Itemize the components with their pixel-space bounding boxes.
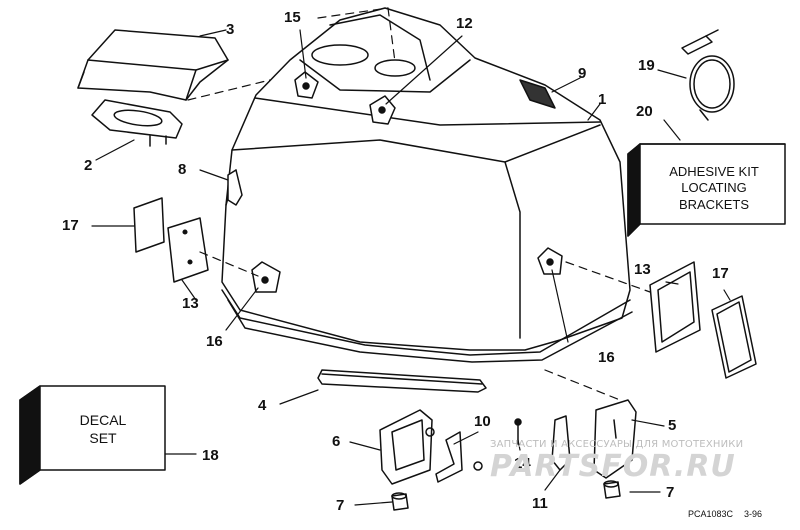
- adhesive-kit-line-1: ADHESIVE KIT: [669, 164, 759, 179]
- part-20-adhesive-box-outline: [627, 143, 786, 237]
- part-7-left-bumper: [391, 492, 409, 511]
- callout-16-right: 16: [598, 349, 615, 366]
- callout-7-left: 7: [336, 497, 345, 514]
- watermark-caption: ЗАПЧАСТИ И АКСЕССУАРЫ ДЛЯ МОТОТЕХНИКИ: [490, 439, 744, 450]
- part-16-left-bracket: [251, 261, 281, 293]
- callout-5: 5: [668, 417, 677, 434]
- part-1-motor-cover: [221, 7, 633, 363]
- part-18-decal-box-outline: [19, 385, 166, 485]
- callout-3: 3: [226, 21, 235, 38]
- callout-6: 6: [332, 433, 341, 450]
- callout-10: 10: [474, 413, 491, 430]
- part-2-seal-ring: [91, 99, 183, 147]
- adhesive-kit-line-3: BRACKETS: [678, 196, 750, 212]
- part-13-right-frame: [649, 261, 701, 353]
- callout-14: 14: [514, 455, 531, 472]
- callout-4: 4: [258, 397, 267, 414]
- decal-set-line-1: DECAL: [79, 412, 127, 428]
- part-13-left-plate: [167, 217, 209, 283]
- part-4-seal-strip: [317, 369, 487, 393]
- callout-20: 20: [636, 103, 653, 120]
- part-17-right-pad: [711, 295, 757, 379]
- callout-19: 19: [638, 57, 655, 74]
- callout-9: 9: [578, 65, 587, 82]
- part-7-right-bumper: [603, 480, 621, 499]
- callout-17-left: 17: [62, 217, 79, 234]
- callout-17-right: 17: [712, 265, 729, 282]
- callout-13-left: 13: [182, 295, 199, 312]
- adhesive-kit-line-2: LOCATING: [681, 180, 747, 196]
- part-17-left-pad: [133, 197, 165, 253]
- callout-11: 11: [532, 495, 548, 512]
- leader-lines: [91, 29, 731, 506]
- part-6-mount: [379, 409, 435, 485]
- watermark-brand: PARTSFOR.RU: [490, 449, 736, 484]
- part-10-bracket: [435, 431, 463, 483]
- figure-date: 3-96: [744, 509, 763, 519]
- part-3-hood-cover: [77, 29, 229, 101]
- callout-18: 18: [202, 447, 219, 464]
- adhesive-kit-label: ADHESIVE KIT LOCATING BRACKETS: [646, 164, 782, 213]
- part-16-right-bracket: [537, 247, 563, 275]
- part-8-latch: [227, 169, 243, 206]
- assembly-lines: [187, 7, 651, 401]
- callout-16-left: 16: [206, 333, 223, 350]
- decal-set-label: DECAL SET: [44, 412, 162, 447]
- figure-code: PCA1083C: [688, 509, 734, 519]
- callout-1: 1: [598, 91, 607, 108]
- part-12-fastener: [369, 95, 396, 125]
- part-11-clip: [551, 415, 571, 471]
- callout-2: 2: [84, 157, 93, 174]
- part-5-mount: [593, 399, 637, 479]
- callout-12: 12: [456, 15, 473, 32]
- part-19-cable: [681, 29, 735, 121]
- decal-set-line-2: SET: [89, 429, 117, 446]
- callout-15: 15: [284, 9, 301, 26]
- part-15-fastener: [294, 71, 319, 99]
- callout-7-right: 7: [666, 484, 675, 501]
- callout-8: 8: [178, 161, 187, 178]
- callout-13-right: 13: [634, 261, 651, 278]
